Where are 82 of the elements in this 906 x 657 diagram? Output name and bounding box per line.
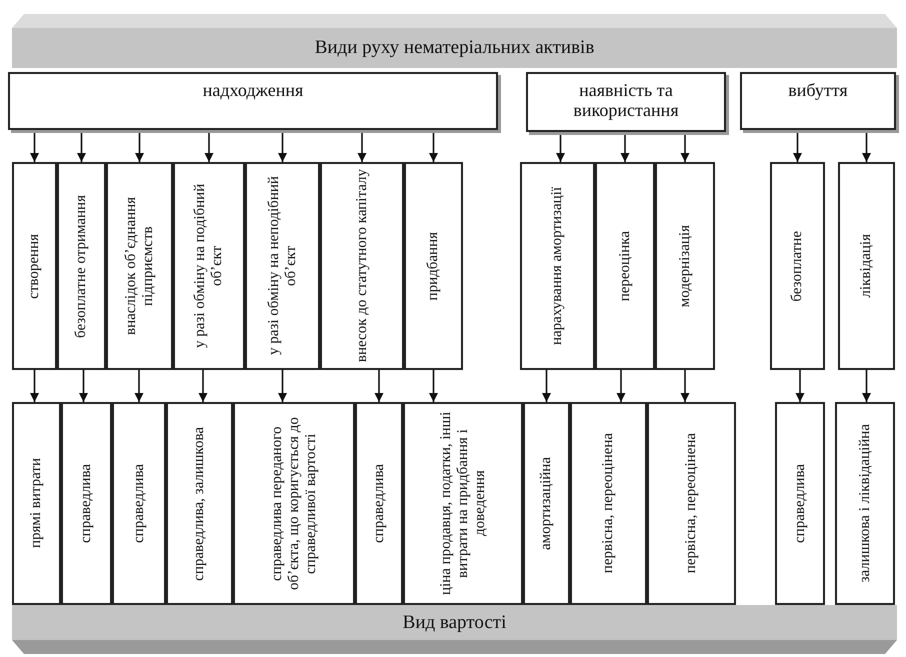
item-box [12,402,61,605]
arrow [680,370,690,402]
box-label: первісна, переоцінена [683,433,700,574]
item-box [245,162,320,370]
item-box [775,402,825,605]
category-box [526,72,726,132]
arrow [30,130,39,162]
box-label: придбання [425,232,442,300]
band-title: Вид вартості [402,612,506,634]
box-label: вибуття [788,80,848,100]
box-label: у разі обміну на подібний об’єкт [192,182,226,350]
arrow [79,370,88,402]
category-box [740,72,896,130]
arrow [204,130,214,162]
box-label: справедлива [130,464,148,543]
arrow [278,370,287,402]
item-box [835,402,895,605]
item-box [173,162,245,370]
item-box [520,162,595,370]
box-label: модернізація [676,224,694,308]
item-box [647,402,736,605]
arrow [374,370,384,402]
box-label: справедлива [78,464,95,543]
box-label: внаслідок об’єднання підприємств [122,196,156,338]
item-box [320,162,404,370]
heading-band [12,605,897,654]
arrow [862,370,871,402]
arrow [793,130,802,162]
item-box [355,402,403,605]
box-label: ціна продавця, податки, інші витрати на придбання і доведення [438,410,488,598]
box-label: первісна, переоцінена [600,433,617,574]
item-box [770,162,825,370]
arrow [135,130,144,162]
item-box [403,402,523,605]
box-label: амортизаційна [538,456,555,550]
item-box [404,162,463,370]
item-box [57,162,106,370]
arrow [620,132,630,162]
arrow [616,370,626,402]
arrow [358,130,366,162]
box-label: безоплатне отримання [73,194,90,338]
item-box [523,402,570,605]
arrow [796,370,804,402]
item-box [12,162,57,370]
box-label: внесок до статутного капіталу [354,169,370,363]
category-box [8,72,498,130]
item-box [595,162,655,370]
arrow [77,130,86,162]
box-label: переоцінка [616,230,634,302]
band-title: Види руху нематеріальних активів [314,37,594,59]
arrow [542,370,551,402]
box-label: справедлива переданого об’єкта, що коригується до справедливої вартості [268,416,320,592]
arrow [862,130,871,162]
arrow [30,370,39,402]
arrow [680,132,690,162]
arrow [278,130,287,162]
arrow [198,370,208,402]
box-label: у разі обміну на неподібний об’єкт [266,176,300,358]
box-label: безоплатне [789,230,806,302]
box-label: створення [26,234,43,298]
arrow [134,370,144,402]
item-box [61,402,112,605]
arrow [556,132,565,162]
item-box [655,162,715,370]
item-box [166,402,233,605]
arrow [429,130,438,162]
item-box [112,402,166,605]
box-label: справедлива [370,464,388,543]
box-label: залишкова і ліквідаційна [856,424,874,583]
box-label: надходження [202,80,304,100]
heading-band [12,14,897,68]
box-label: справедлива [792,464,808,543]
box-label: справедлива, залишкова [191,426,208,580]
item-box [233,402,355,605]
item-box [570,402,647,605]
item-box [106,162,173,370]
item-box [838,162,895,370]
box-label: ліквідація [858,234,875,298]
box-label: нарахування амортизації [549,187,566,345]
box-label: прямі витрати [28,458,45,549]
arrow [429,370,438,402]
box-label: наявність та використання [572,80,680,120]
